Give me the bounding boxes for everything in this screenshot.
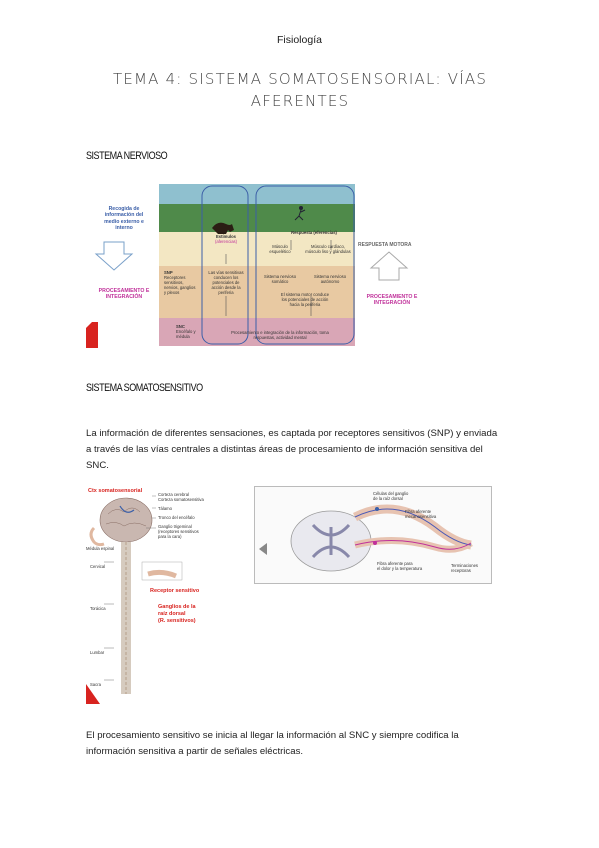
nervous-system-diagram-graphic [86,184,409,348]
title-line-2: AFERENTES [250,92,350,110]
red-corner-block [86,322,98,348]
segment-cervical: Cervical [90,564,106,569]
segment-lumbar: Lumbar [90,650,105,655]
right-heading: RESPUESTA MOTORA [358,242,412,248]
paragraph-intro: La información de diferentes sensaciones… [86,428,498,471]
receptor-label: Receptor sensitivo [150,588,200,594]
middle-band [159,266,355,318]
red-corner-block-2 [86,684,100,704]
stimuli-label: Estímulos(aferencias) [214,234,238,244]
up-arrow-icon [369,251,409,281]
paragraph-processing: El procesamiento sensitivo se inicia al … [86,730,459,757]
snc-processing-label: Procesamiento e integración de la inform… [231,330,329,340]
brain-shape [99,497,153,543]
forest-band [159,204,355,232]
segment-toracica: Torácica [90,606,106,611]
afferent-fiber-graphic [259,504,473,572]
pointer-arrow-icon [259,543,267,555]
segment-sacra: Sacra [90,682,101,687]
ctx-label: Ctx somatosensorial [88,488,143,494]
medula-label: Médula espinal [86,546,115,551]
page-title: TEMA 4: SISTEMA SOMATOSENSORIAL: VÍAS AF… [100,68,500,112]
cardiac-muscle-label: Músculo cardíaco,músculo liso y glándula… [305,244,351,254]
section-heading-sistema-nervioso: SISTEMA NERVIOSO [86,150,168,162]
spine-brain-graphic [86,495,183,704]
page-header: Fisiología [277,34,322,46]
title-line-1: TEMA 4: SISTEMA SOMATOSENSORIAL: VÍAS [112,70,488,88]
lower-band [159,318,355,346]
runner-icon [299,206,303,210]
response-label: Respuesta (eferencias) [291,230,337,235]
efferent-bracket [255,185,355,345]
section-heading-somatosensitivo: SISTEMA SOMATOSENSITIVO [86,382,203,394]
down-arrow-icon [94,241,134,271]
upper-band [159,232,355,266]
afferent-bracket [201,185,249,345]
bear-icon [212,222,234,234]
